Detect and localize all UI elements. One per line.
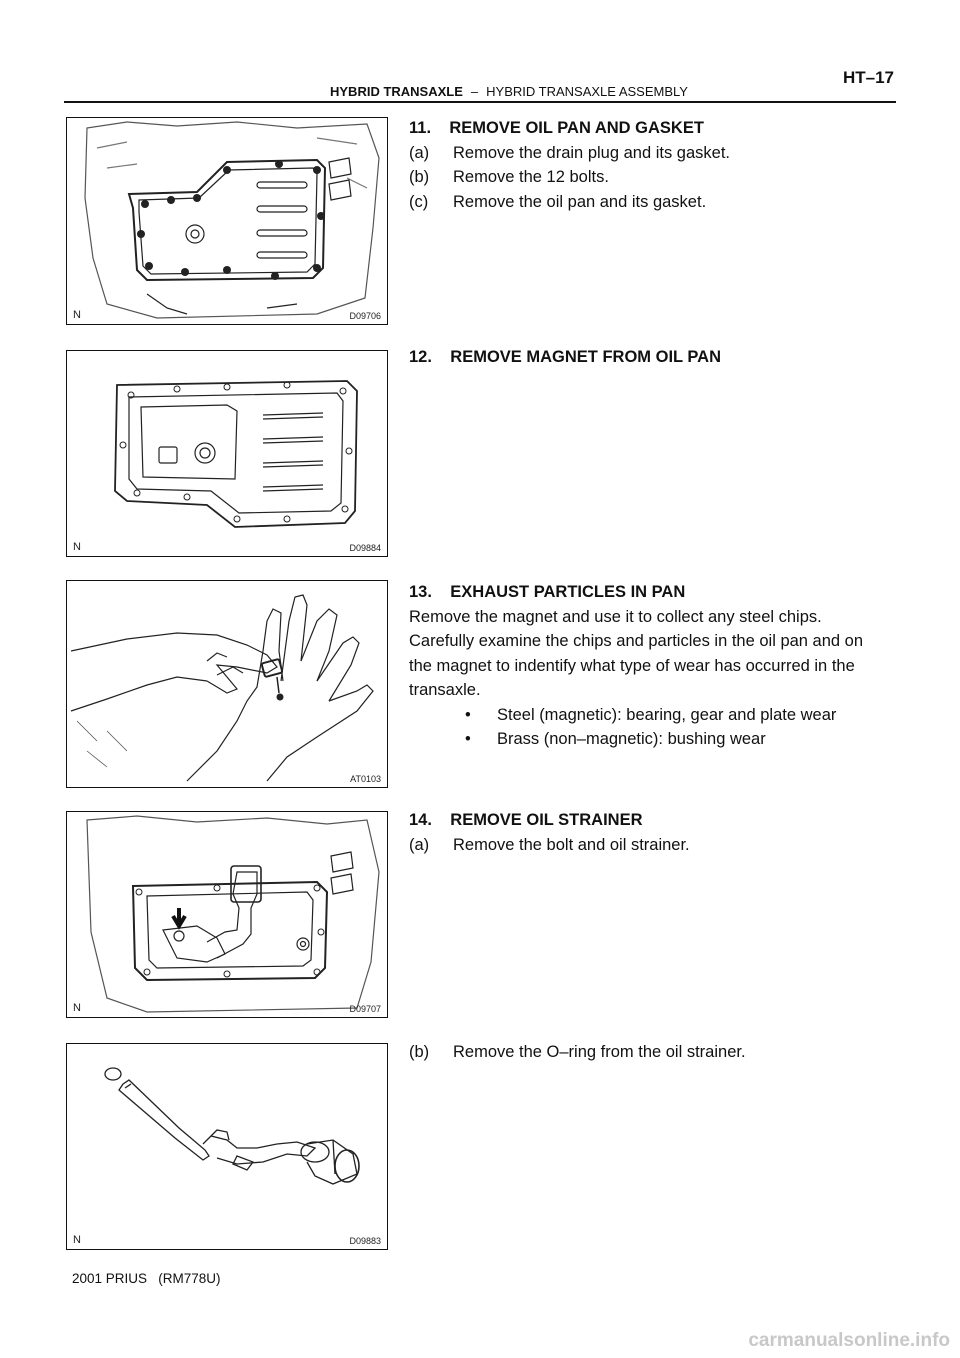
item-label: (b) <box>409 1043 430 1061</box>
bullet-dot: • <box>465 730 471 748</box>
step-13-title: 13. EXHAUST PARTICLES IN PAN <box>409 583 686 601</box>
item-label: (a) <box>409 143 430 162</box>
step-14-title: 14. REMOVE OIL STRAINER <box>409 811 643 829</box>
item-text: Remove the 12 bolts. <box>453 168 609 186</box>
item-label: (b) <box>409 168 430 186</box>
step-11: 11. REMOVE OIL PAN AND GASKET (a) Remove … <box>409 116 895 214</box>
figure-3-code: AT0103 <box>350 774 381 784</box>
figure-2-code: D09884 <box>349 543 381 553</box>
watermark: carmanualsonline.info <box>748 1330 950 1351</box>
step-13-line: transaxle. <box>409 681 481 699</box>
step-14-item-a: (a) Remove the bolt and oil strainer. <box>409 833 895 858</box>
header-rule <box>64 101 896 103</box>
page-footer: 2001 PRIUS (RM778U) <box>72 1271 221 1286</box>
bullet-dot: • <box>465 705 471 724</box>
header-section-title: HYBRID TRANSAXLE <box>330 84 463 99</box>
step-13: 13. EXHAUST PARTICLES IN PAN Remove the … <box>409 580 895 752</box>
oil-strainer-installed-illustration <box>86 815 380 1013</box>
step-13-line: Carefully examine the chips and particle… <box>409 632 864 650</box>
bullet-text: Brass (non–magnetic): bushing wear <box>497 730 766 748</box>
figure-5-code: D09883 <box>349 1236 381 1246</box>
figure-4-mark: N <box>73 1002 81 1014</box>
page-number: HT–17 <box>842 68 894 87</box>
step-12-title: 12. REMOVE MAGNET FROM OIL PAN <box>409 348 722 366</box>
figure-1-mark: N <box>73 309 81 321</box>
bullet-text: Steel (magnetic): bearing, gear and plat… <box>497 705 837 724</box>
step-13-bullet-steel: • Steel (magnetic): bearing, gear and pla… <box>409 703 895 728</box>
step-14-b: (b) Remove the O–ring from the oil strain… <box>409 1040 895 1065</box>
figure-4-code: D09707 <box>349 1004 381 1014</box>
header-separator: – <box>470 84 479 99</box>
oil-pan-magnet-illustration <box>114 380 358 528</box>
item-label: (a) <box>409 835 430 854</box>
page-header-section: HYBRID TRANSAXLE–HYBRID TRANSAXLE ASSEMB… <box>330 84 688 99</box>
item-text: Remove the bolt and oil strainer. <box>453 835 690 854</box>
item-text: Remove the oil pan and its gasket. <box>453 192 707 211</box>
step-11-item-c: (c) Remove the oil pan and its gasket. <box>409 190 895 215</box>
hand-magnet-illustration <box>70 594 374 782</box>
item-label: (c) <box>409 192 429 211</box>
step-14: 14. REMOVE OIL STRAINER (a) Remove the bo… <box>409 808 895 857</box>
item-text: Remove the O–ring from the oil strainer. <box>453 1043 746 1061</box>
step-11-item-a: (a) Remove the drain plug and its gasket. <box>409 141 895 166</box>
figure-oil-strainer-installed: N D09707 <box>66 811 388 1018</box>
item-text: Remove the drain plug and its gasket. <box>453 143 730 162</box>
step-13-line: Remove the magnet and use it to collect … <box>409 607 822 626</box>
figure-oil-strainer-oring: N D09883 <box>66 1043 388 1250</box>
step-13-bullet-brass: • Brass (non–magnetic): bushing wear <box>409 727 895 752</box>
header-subsection-title: HYBRID TRANSAXLE ASSEMBLY <box>486 84 688 99</box>
oil-pan-bolts-illustration <box>84 121 380 319</box>
step-14-item-b: (b) Remove the O–ring from the oil strain… <box>409 1040 895 1065</box>
step-13-line: the magnet to indentify what type of wea… <box>409 656 855 675</box>
figure-5-mark: N <box>73 1234 81 1246</box>
figure-1-code: D09706 <box>349 311 381 321</box>
step-11-title: 11. REMOVE OIL PAN AND GASKET <box>409 119 704 137</box>
step-12: 12. REMOVE MAGNET FROM OIL PAN <box>409 345 895 370</box>
step-11-item-b: (b) Remove the 12 bolts. <box>409 165 895 190</box>
figure-oil-pan-magnet: N D09884 <box>66 350 388 557</box>
figure-2-mark: N <box>73 541 81 553</box>
oil-strainer-oring-illustration <box>104 1067 360 1185</box>
figure-oil-pan-bolts: N D09706 <box>66 117 388 325</box>
figure-hand-magnet: AT0103 <box>66 580 388 788</box>
